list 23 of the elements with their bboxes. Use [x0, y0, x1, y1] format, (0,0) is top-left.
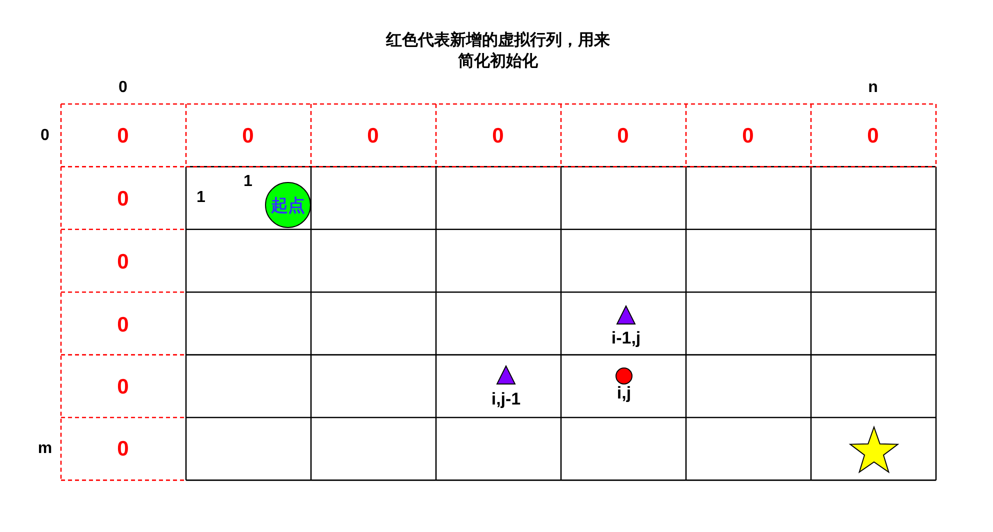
- cell-value: 0: [117, 188, 129, 210]
- cell-value: 0: [742, 126, 754, 146]
- title: 红色代表新增的虚拟行列，用来简化初始化: [385, 30, 611, 72]
- value-label: 1: [196, 190, 206, 206]
- axis-label: 0: [40, 128, 50, 144]
- axis-label: n: [868, 80, 878, 96]
- cell-value: 0: [867, 126, 879, 146]
- cell-value: 0: [117, 252, 129, 272]
- cell-value: 0: [117, 438, 129, 460]
- cell-value: 0: [367, 126, 379, 146]
- cell-value: 0: [617, 126, 629, 146]
- cell-value: 0: [117, 376, 129, 398]
- cell-value: 0: [492, 126, 504, 146]
- axis-label: m: [38, 441, 52, 457]
- axis-label: 0: [118, 80, 128, 96]
- point-label: i-1,j: [611, 330, 641, 346]
- value-label: 1: [244, 174, 252, 190]
- point-label: i,j: [616, 384, 632, 402]
- point-label: i,j-1: [491, 390, 521, 408]
- cell-value: 0: [117, 126, 129, 146]
- cell-value: 0: [242, 126, 254, 146]
- start-circle: 起点: [265, 182, 311, 228]
- cell-value: 0: [117, 314, 129, 336]
